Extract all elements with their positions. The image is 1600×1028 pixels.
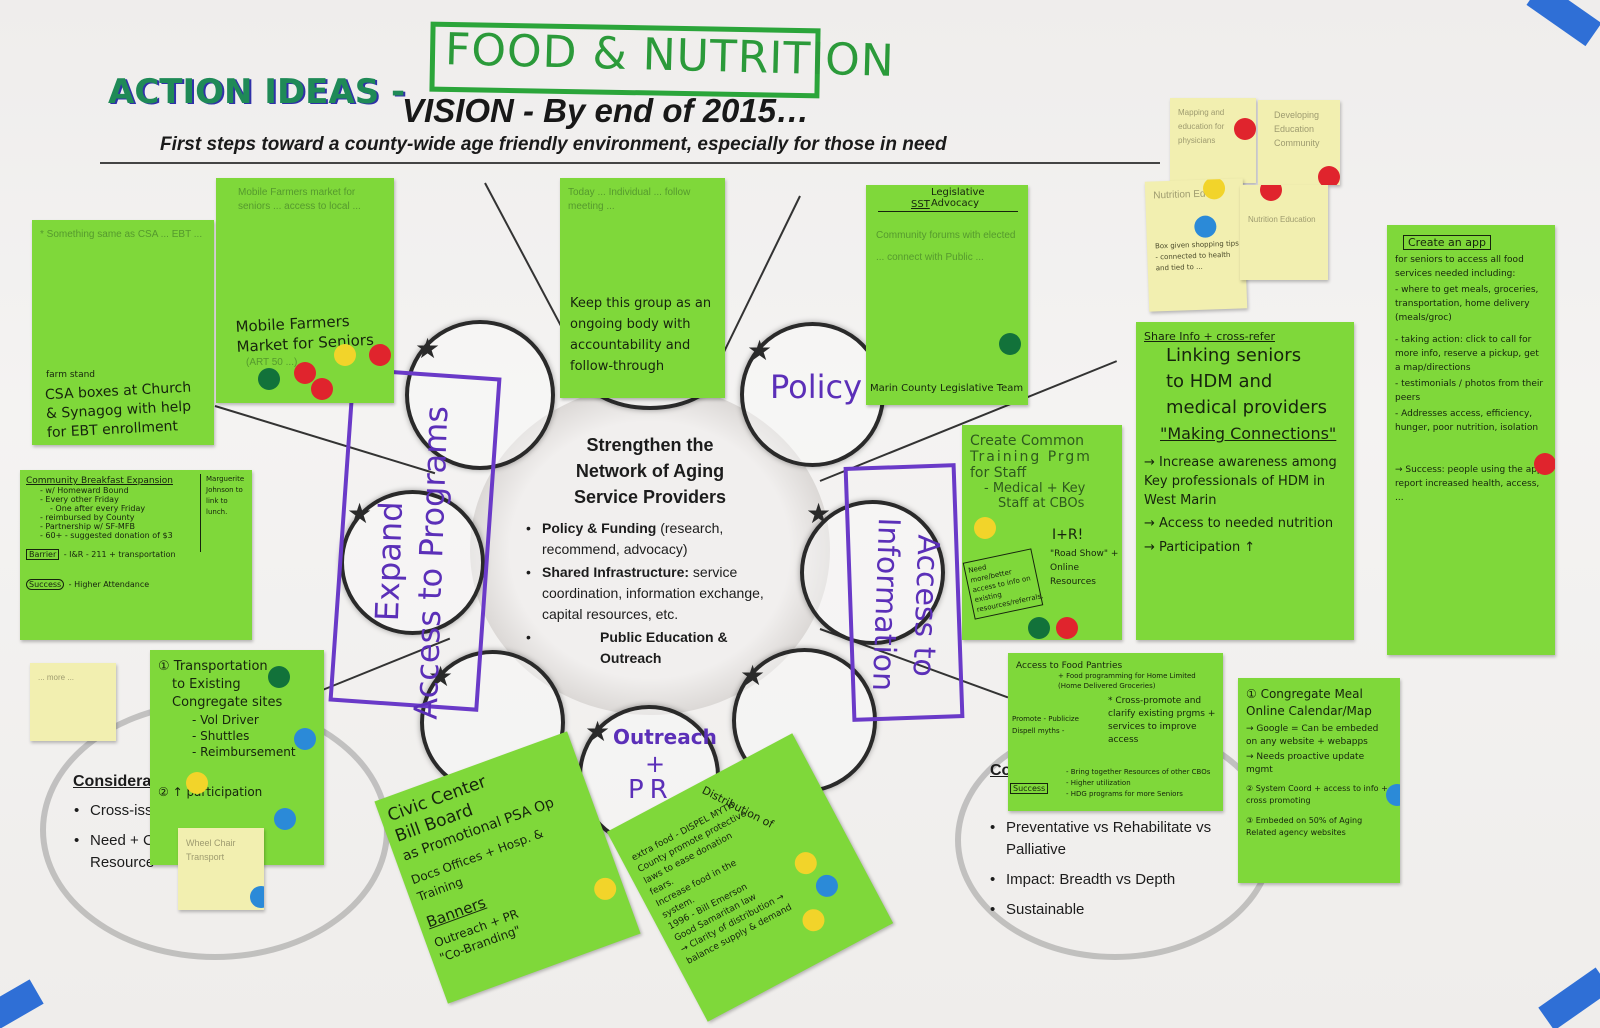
- vote-dot-red: [294, 362, 316, 384]
- considerations-left-title: Considera: [73, 773, 152, 790]
- vote-dot-blue: [294, 728, 316, 750]
- vote-dot-red: [311, 378, 333, 400]
- considerations-left-list: Cross-iss Need + C Resource: [72, 800, 162, 882]
- header-rule: [100, 162, 1160, 164]
- sticky-csa-boxes[interactable]: * Something same as CSA ... EBT ... farm…: [32, 220, 214, 445]
- vote-dot-red: [369, 344, 391, 366]
- sticky-congregate-calendar[interactable]: ① Congregate Meal Online Calendar/Map → …: [1238, 678, 1400, 883]
- sticky-yellow-physicians[interactable]: Mapping and education for physicians: [1170, 98, 1256, 183]
- circle-top-left: [405, 320, 555, 470]
- bullet-policy-funding: Policy & Funding (research, recommend, a…: [520, 518, 790, 560]
- circle-right: [800, 500, 945, 645]
- star-icon: ★: [415, 333, 441, 364]
- sticky-common-training[interactable]: Create Common Training Prgm for Staff - …: [962, 425, 1122, 640]
- bullet-public-education: Public Education & Outreach: [520, 627, 790, 669]
- sticky-transportation[interactable]: ① Transportation to Existing Congregate …: [150, 650, 324, 865]
- vote-dot-green: [1028, 617, 1050, 639]
- vote-dot-red: [1260, 185, 1282, 201]
- bullet-shared-infrastructure: Shared Infrastructure: service coordinat…: [520, 562, 790, 625]
- tape-top-right: [1526, 0, 1600, 47]
- sticky-keep-group[interactable]: Today ... Individual ... follow meeting …: [560, 178, 725, 398]
- action-ideas-label: ACTION IDEAS -: [108, 72, 406, 112]
- vote-dot-red: [1234, 118, 1256, 140]
- vote-dot-green: [258, 368, 280, 390]
- label-policy: Policy: [770, 368, 863, 406]
- tape-bottom-right: [1538, 967, 1600, 1028]
- sticky-food-pantries[interactable]: Access to Food Pantries + Food programmi…: [1008, 653, 1223, 811]
- vision-title: VISION - By end of 2015…: [402, 92, 810, 129]
- tape-bottom-left: [0, 979, 44, 1028]
- considerations-right-list: Preventative vs Rehabilitate vs Palliati…: [988, 817, 1218, 929]
- label-access-info: Access to Information: [864, 516, 946, 692]
- vote-dot-yellow: [798, 905, 829, 936]
- star-icon: ★: [747, 335, 773, 366]
- star-icon: ★: [806, 498, 832, 529]
- sticky-community-breakfast[interactable]: Community Breakfast Expansion - w/ Homew…: [20, 470, 252, 640]
- sticky-yellow-wheelchair[interactable]: Wheel Chair Transport: [178, 828, 264, 910]
- vote-dot-yellow: [334, 344, 356, 366]
- sticky-mobile-farmers-market[interactable]: Mobile Farmers market for seniors ... ac…: [216, 178, 394, 403]
- label-plus: +: [645, 750, 666, 778]
- underline: [878, 211, 1018, 212]
- sticky-yellow-left[interactable]: ... more ...: [30, 663, 116, 741]
- vote-dot-red: [1056, 617, 1078, 639]
- sticky-legislative-advocacy[interactable]: Legislative Advocacy SST Community forum…: [866, 185, 1028, 405]
- star-icon: ★: [428, 661, 454, 692]
- label-outreach: Outreach: [613, 725, 717, 749]
- label-pr: PR: [628, 775, 674, 805]
- vote-dot-blue: [1193, 215, 1217, 239]
- sticky-yellow-nutrition-ed[interactable]: Nutrition Ed Box given shopping tips - c…: [1144, 178, 1248, 312]
- considerations-right-title: Co: [990, 762, 1012, 779]
- sticky-share-info[interactable]: Share Info + cross-refer Linking seniors…: [1136, 322, 1354, 640]
- vote-dot-blue: [250, 886, 264, 908]
- vision-subtitle: First steps toward a county-wide age fri…: [160, 134, 947, 155]
- vote-dot-yellow: [974, 517, 996, 539]
- label-expand: Expand Access to Programs: [367, 405, 456, 721]
- star-icon: ★: [347, 498, 373, 529]
- vote-dot-blue: [274, 808, 296, 830]
- vote-dot-red: [1534, 453, 1555, 475]
- sticky-yellow-nutrition-education[interactable]: Nutrition Education: [1240, 185, 1328, 280]
- sticky-yellow-education-community[interactable]: Developing Education Community: [1258, 100, 1340, 185]
- vote-dot-yellow: [186, 772, 208, 794]
- circle-left: [340, 490, 485, 635]
- sticky-create-app[interactable]: Create an app for seniors to access all …: [1387, 225, 1555, 655]
- vote-dot-green: [268, 666, 290, 688]
- star-icon: ★: [585, 716, 611, 747]
- vote-dot-blue: [1386, 784, 1400, 806]
- center-bullets: Policy & Funding (research, recommend, a…: [520, 518, 790, 671]
- vote-dot-green: [999, 333, 1021, 355]
- center-heading: Strengthen the Network of Aging Service …: [573, 435, 727, 507]
- vote-dot-red: [1318, 166, 1340, 185]
